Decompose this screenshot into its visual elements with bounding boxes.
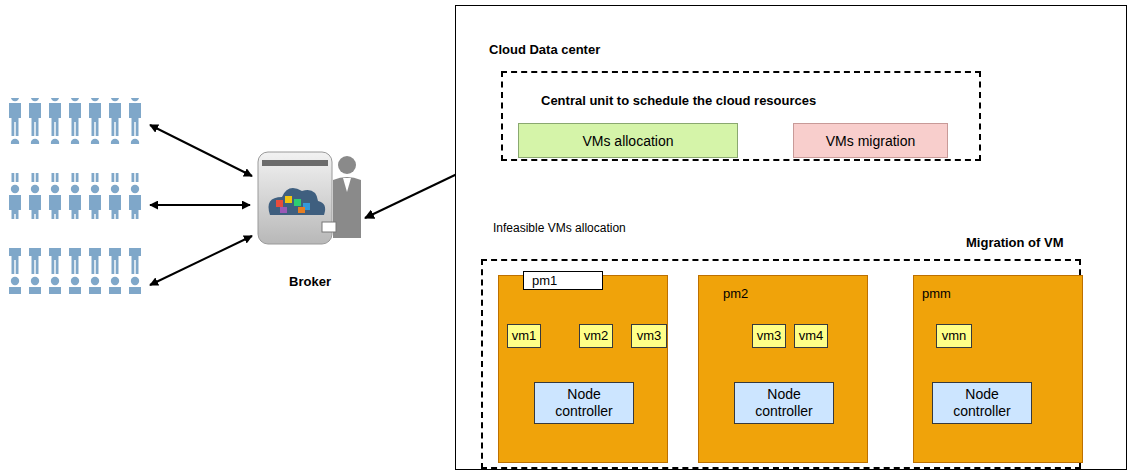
node-text: pm2 [723, 286, 748, 302]
migration-box: VMs migration [793, 123, 948, 158]
node-text: VMs migration [826, 133, 915, 149]
vm-box: vm1 [507, 324, 541, 348]
node-text: Migration of VM [966, 235, 1064, 251]
node-text: VMs allocation [582, 133, 673, 149]
broker: Broker [255, 148, 365, 298]
node-text: vm4 [799, 328, 824, 344]
physical-machine: pm1vm1vm2vm3Node controller [498, 275, 668, 463]
vm-box: vm2 [579, 324, 613, 348]
physical-machine: pmm vmnNode controller [913, 275, 1083, 463]
vm-box: vm3 [631, 324, 667, 348]
vm-box: vmn [936, 324, 972, 348]
node-text: vm3 [637, 328, 662, 344]
node-text: Node controller [943, 386, 1021, 420]
node-controller: Node controller [734, 382, 834, 424]
node-controller: Node controller [534, 382, 634, 424]
annotation-label: Infeasible VMs allocation [493, 220, 626, 236]
node-text: vmn [942, 328, 967, 344]
physical-machine: pm2 vm3 vm4Node controller [698, 275, 868, 463]
node-text: Cloud Data center [489, 42, 600, 58]
node-controller: Node controller [932, 382, 1032, 424]
node-text: Central unit to schedule the cloud resou… [541, 93, 816, 109]
scheduler-unit: Central unit to schedule the cloud resou… [501, 71, 981, 161]
allocation-box: VMs allocation [518, 123, 738, 158]
data-center-box: Cloud Data centerCentral unit to schedul… [455, 5, 1127, 470]
node-text: Broker [255, 274, 365, 290]
node-text: vm3 [757, 328, 782, 344]
node-text: pmm [922, 286, 951, 302]
broker-icon [258, 152, 361, 244]
node-text: Node controller [545, 386, 623, 420]
vm-box: vm3 [752, 324, 786, 348]
node-text: vm2 [584, 328, 609, 344]
machine-group: Migration of VMpm1vm1vm2vm3Node controll… [481, 259, 1081, 469]
node-text: pm1 [523, 271, 603, 290]
user-broker-arrows [150, 125, 252, 285]
vm-box: vm4 [794, 324, 828, 348]
node-text: vm1 [512, 328, 537, 344]
user-groups [5, 98, 145, 294]
node-text: Node controller [745, 386, 823, 420]
